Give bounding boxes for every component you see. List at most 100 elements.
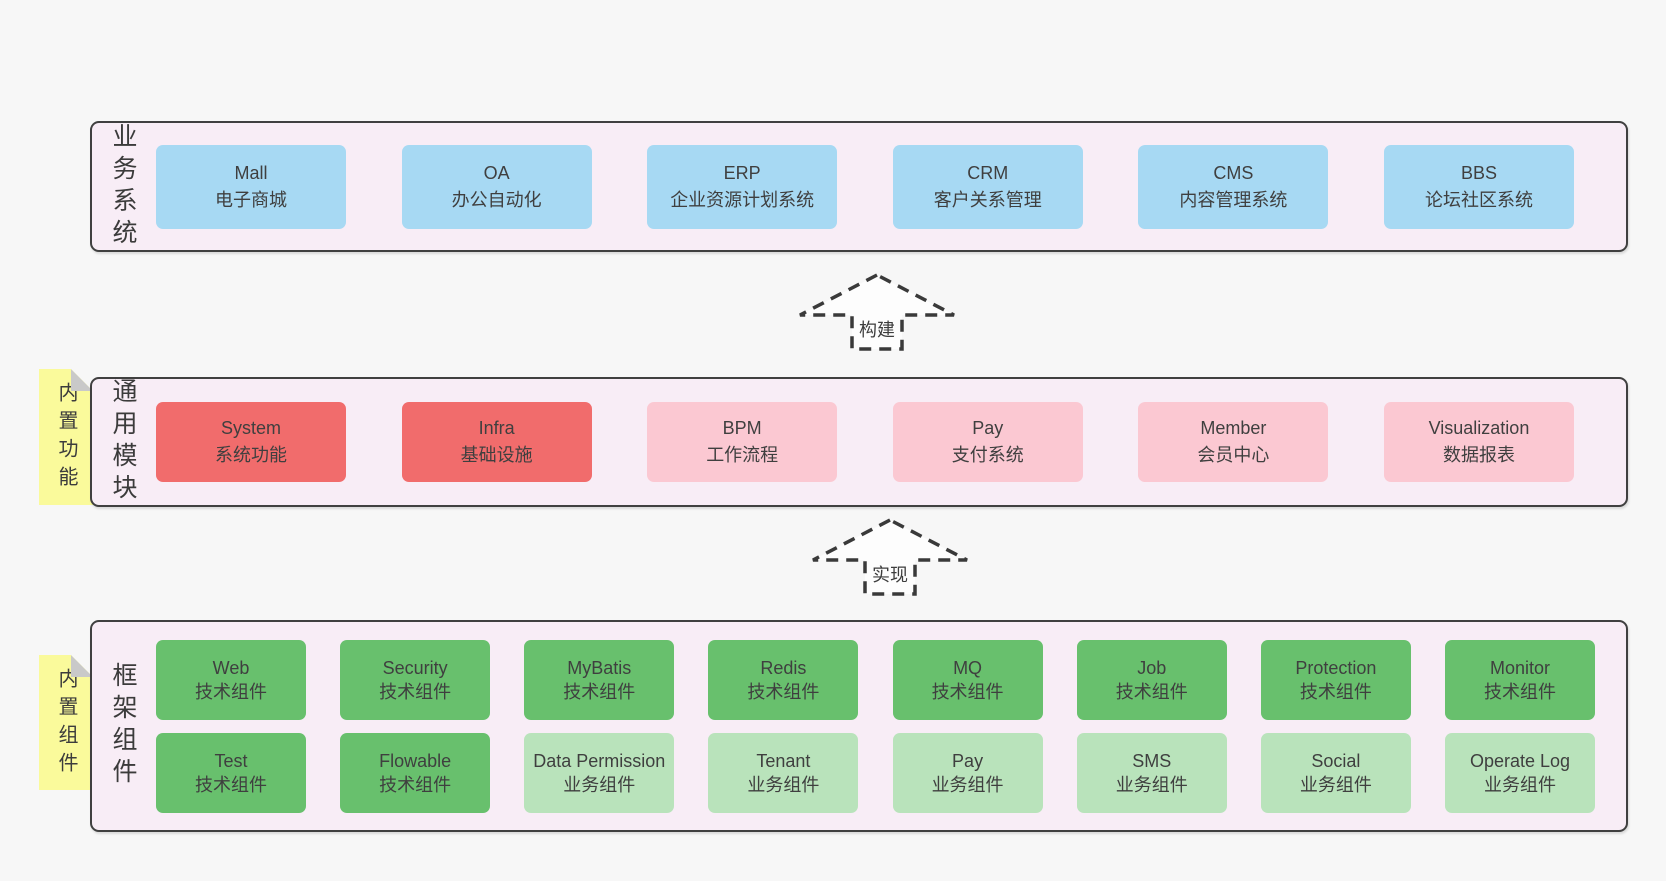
box-title: MyBatis [567, 657, 632, 678]
box-title: Operate Log [1469, 750, 1571, 771]
box-subtitle: 业务组件 [563, 774, 636, 795]
box-pay-component: Pay 业务组件 [892, 732, 1043, 813]
box-title: Flowable [379, 750, 452, 771]
box-operate-log: Operate Log 业务组件 [1444, 732, 1595, 813]
section-framework-components: 框架组件 Web 技术组件 Security 技术组件 MyBatis 技术组件… [90, 620, 1628, 832]
box-title: Redis [760, 657, 807, 678]
box-sms: SMS 业务组件 [1076, 732, 1227, 813]
section-business-systems: 业务系统 Mall 电子商城 OA 办公自动化 ERP 企业资源计划系统 CRM… [90, 121, 1628, 252]
box-member: Member 会员中心 [1138, 402, 1329, 482]
box-security: Security 技术组件 [340, 639, 491, 720]
box-title: Job [1137, 657, 1167, 678]
box-title: MQ [953, 657, 983, 678]
box-subtitle: 办公自动化 [451, 189, 542, 210]
box-infra: Infra 基础设施 [401, 402, 592, 482]
box-mall: Mall 电子商城 [156, 144, 346, 229]
box-subtitle: 技术组件 [747, 681, 820, 702]
box-title: Test [214, 750, 248, 771]
tag-built-in-components-label: 内置组件 [55, 668, 77, 780]
box-subtitle: 工作流程 [706, 445, 779, 465]
framework-row-2: Test 技术组件 Flowable 技术组件 Data Permission … [156, 732, 1595, 813]
box-subtitle: 技术组件 [931, 681, 1004, 702]
box-bbs: BBS 论坛社区系统 [1383, 144, 1574, 229]
box-subtitle: 技术组件 [195, 774, 267, 795]
box-tenant: Tenant 业务组件 [708, 732, 859, 813]
arrow-up-icon [812, 518, 968, 596]
box-test: Test 技术组件 [156, 732, 306, 813]
box-subtitle: 业务组件 [931, 774, 1004, 795]
box-title: BPM [722, 418, 762, 438]
arrow-implement-label: 实现 [869, 561, 911, 587]
framework-components-rows: Web 技术组件 Security 技术组件 MyBatis 技术组件 Redi… [139, 639, 1626, 813]
box-title: ERP [723, 162, 761, 183]
box-subtitle: 客户关系管理 [933, 189, 1042, 210]
box-mq: MQ 技术组件 [892, 639, 1043, 720]
box-title: Infra [478, 418, 515, 438]
box-subtitle: 技术组件 [1483, 681, 1556, 702]
box-title: Social [1311, 750, 1361, 771]
arrow-build: 构建 [792, 272, 962, 352]
tag-built-in-features-label: 内置功能 [55, 382, 77, 494]
box-title: Data Permission [533, 750, 666, 771]
box-subtitle: 会员中心 [1197, 445, 1270, 465]
box-subtitle: 技术组件 [1299, 681, 1372, 702]
box-subtitle: 基础设施 [460, 445, 533, 465]
box-title: Mall [234, 162, 268, 183]
box-flowable: Flowable 技术组件 [340, 732, 491, 813]
box-title: Web [212, 657, 250, 678]
arrow-build-label: 构建 [856, 316, 898, 342]
box-title: Tenant [756, 750, 811, 771]
box-title: Pay [952, 750, 984, 771]
box-title: SMS [1132, 750, 1172, 771]
tag-built-in-components: 内置组件 [39, 655, 93, 790]
box-title: BBS [1460, 162, 1497, 183]
box-crm: CRM 客户关系管理 [892, 144, 1083, 229]
box-erp: ERP 企业资源计划系统 [647, 144, 838, 229]
box-subtitle: 技术组件 [563, 681, 636, 702]
box-title: Member [1200, 418, 1267, 438]
box-subtitle: 论坛社区系统 [1424, 189, 1533, 210]
box-subtitle: 内容管理系统 [1179, 189, 1288, 210]
box-subtitle: 企业资源计划系统 [670, 189, 815, 210]
box-subtitle: 技术组件 [195, 681, 267, 702]
box-subtitle: 技术组件 [379, 681, 452, 702]
box-data-permission: Data Permission 业务组件 [524, 732, 675, 813]
arrow-up-icon [799, 273, 955, 351]
box-title: Visualization [1428, 418, 1530, 438]
box-social: Social 业务组件 [1260, 732, 1411, 813]
box-oa: OA 办公自动化 [401, 144, 592, 229]
tag-built-in-features: 内置功能 [39, 369, 93, 505]
box-visualization: Visualization 数据报表 [1383, 402, 1574, 482]
box-job: Job 技术组件 [1076, 639, 1227, 720]
box-subtitle: 业务组件 [747, 774, 820, 795]
box-pay: Pay 支付系统 [892, 402, 1083, 482]
box-subtitle: 技术组件 [1115, 681, 1188, 702]
box-subtitle: 系统功能 [215, 445, 287, 465]
box-subtitle: 业务组件 [1299, 774, 1372, 795]
box-subtitle: 业务组件 [1115, 774, 1188, 795]
box-subtitle: 技术组件 [379, 774, 452, 795]
box-title: Protection [1295, 657, 1377, 678]
box-title: CMS [1213, 162, 1254, 183]
section-common-modules: 通用模块 System 系统功能 Infra 基础设施 BPM 工作流程 Pay… [90, 377, 1628, 507]
framework-components-label: 框架组件 [109, 662, 137, 790]
box-title: OA [483, 162, 510, 183]
box-subtitle: 数据报表 [1442, 445, 1515, 465]
box-system: System 系统功能 [156, 402, 346, 482]
box-bpm: BPM 工作流程 [647, 402, 838, 482]
box-protection: Protection 技术组件 [1260, 639, 1411, 720]
box-web: Web 技术组件 [156, 639, 306, 720]
box-cms: CMS 内容管理系统 [1138, 144, 1329, 229]
box-subtitle: 电子商城 [215, 189, 287, 210]
common-modules-row: System 系统功能 Infra 基础设施 BPM 工作流程 Pay 支付系统… [156, 402, 1574, 482]
box-subtitle: 支付系统 [951, 445, 1024, 465]
box-title: Monitor [1489, 657, 1550, 678]
box-subtitle: 业务组件 [1483, 774, 1556, 795]
box-redis: Redis 技术组件 [708, 639, 859, 720]
box-mybatis: MyBatis 技术组件 [524, 639, 675, 720]
box-title: Pay [972, 418, 1004, 438]
box-title: System [220, 418, 281, 438]
business-systems-row: Mall 电子商城 OA 办公自动化 ERP 企业资源计划系统 CRM 客户关系… [156, 144, 1574, 229]
common-modules-label: 通用模块 [109, 378, 137, 506]
